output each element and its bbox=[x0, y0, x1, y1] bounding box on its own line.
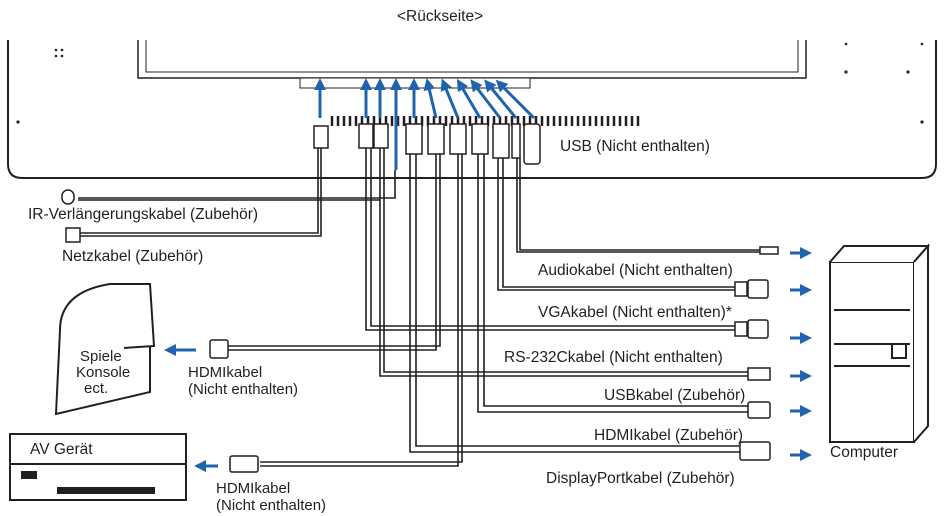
rear-view-title: <Rückseite> bbox=[397, 8, 484, 25]
hdmi-cable-av-label-line2: (Nicht enthalten) bbox=[216, 497, 327, 514]
cables bbox=[78, 148, 760, 467]
computer-label: Computer bbox=[830, 444, 899, 461]
console-label-line2: Konsole bbox=[76, 364, 131, 381]
rear-connectors bbox=[313, 123, 541, 165]
power-cable-label: Netzkabel (Zubehör) bbox=[62, 248, 204, 265]
audio-cable-label: Audiokabel (Nicht enthalten) bbox=[538, 262, 733, 279]
monitor-rear bbox=[7, 40, 937, 179]
hdmi-cable-av-label-line1: HDMIkabel bbox=[216, 480, 291, 497]
hdmi-cable-console-label-line2: (Nicht enthalten) bbox=[188, 381, 299, 398]
port-arrows bbox=[314, 78, 536, 170]
displayport-cable-label: DisplayPortkabel (Zubehör) bbox=[546, 470, 735, 487]
vga-cable-label: VGAkabel (Nicht enthalten)* bbox=[538, 304, 732, 321]
console-label-line1: Spiele bbox=[80, 348, 122, 365]
computer-arrows bbox=[164, 247, 812, 472]
hdmi-cable-pc-label: HDMIkabel (Zubehör) bbox=[594, 427, 744, 444]
game-console-icon bbox=[54, 283, 156, 416]
av-device-label: AV Gerät bbox=[30, 441, 93, 458]
rs232-cable-label: RS-232Ckabel (Nicht enthalten) bbox=[504, 349, 723, 366]
av-device-icon bbox=[9, 433, 187, 501]
console-label-line3: ect. bbox=[84, 380, 109, 397]
cable-plugs bbox=[61, 189, 779, 473]
ir-cable-label: IR-Verlängerungskabel (Zubehör) bbox=[28, 206, 259, 223]
hdmi-cable-console-label-line1: HDMIkabel bbox=[188, 364, 263, 381]
usb-cable-label: USBkabel (Zubehör) bbox=[604, 387, 746, 404]
computer-icon bbox=[829, 243, 931, 443]
usb-stick-label: USB (Nicht enthalten) bbox=[560, 138, 710, 155]
